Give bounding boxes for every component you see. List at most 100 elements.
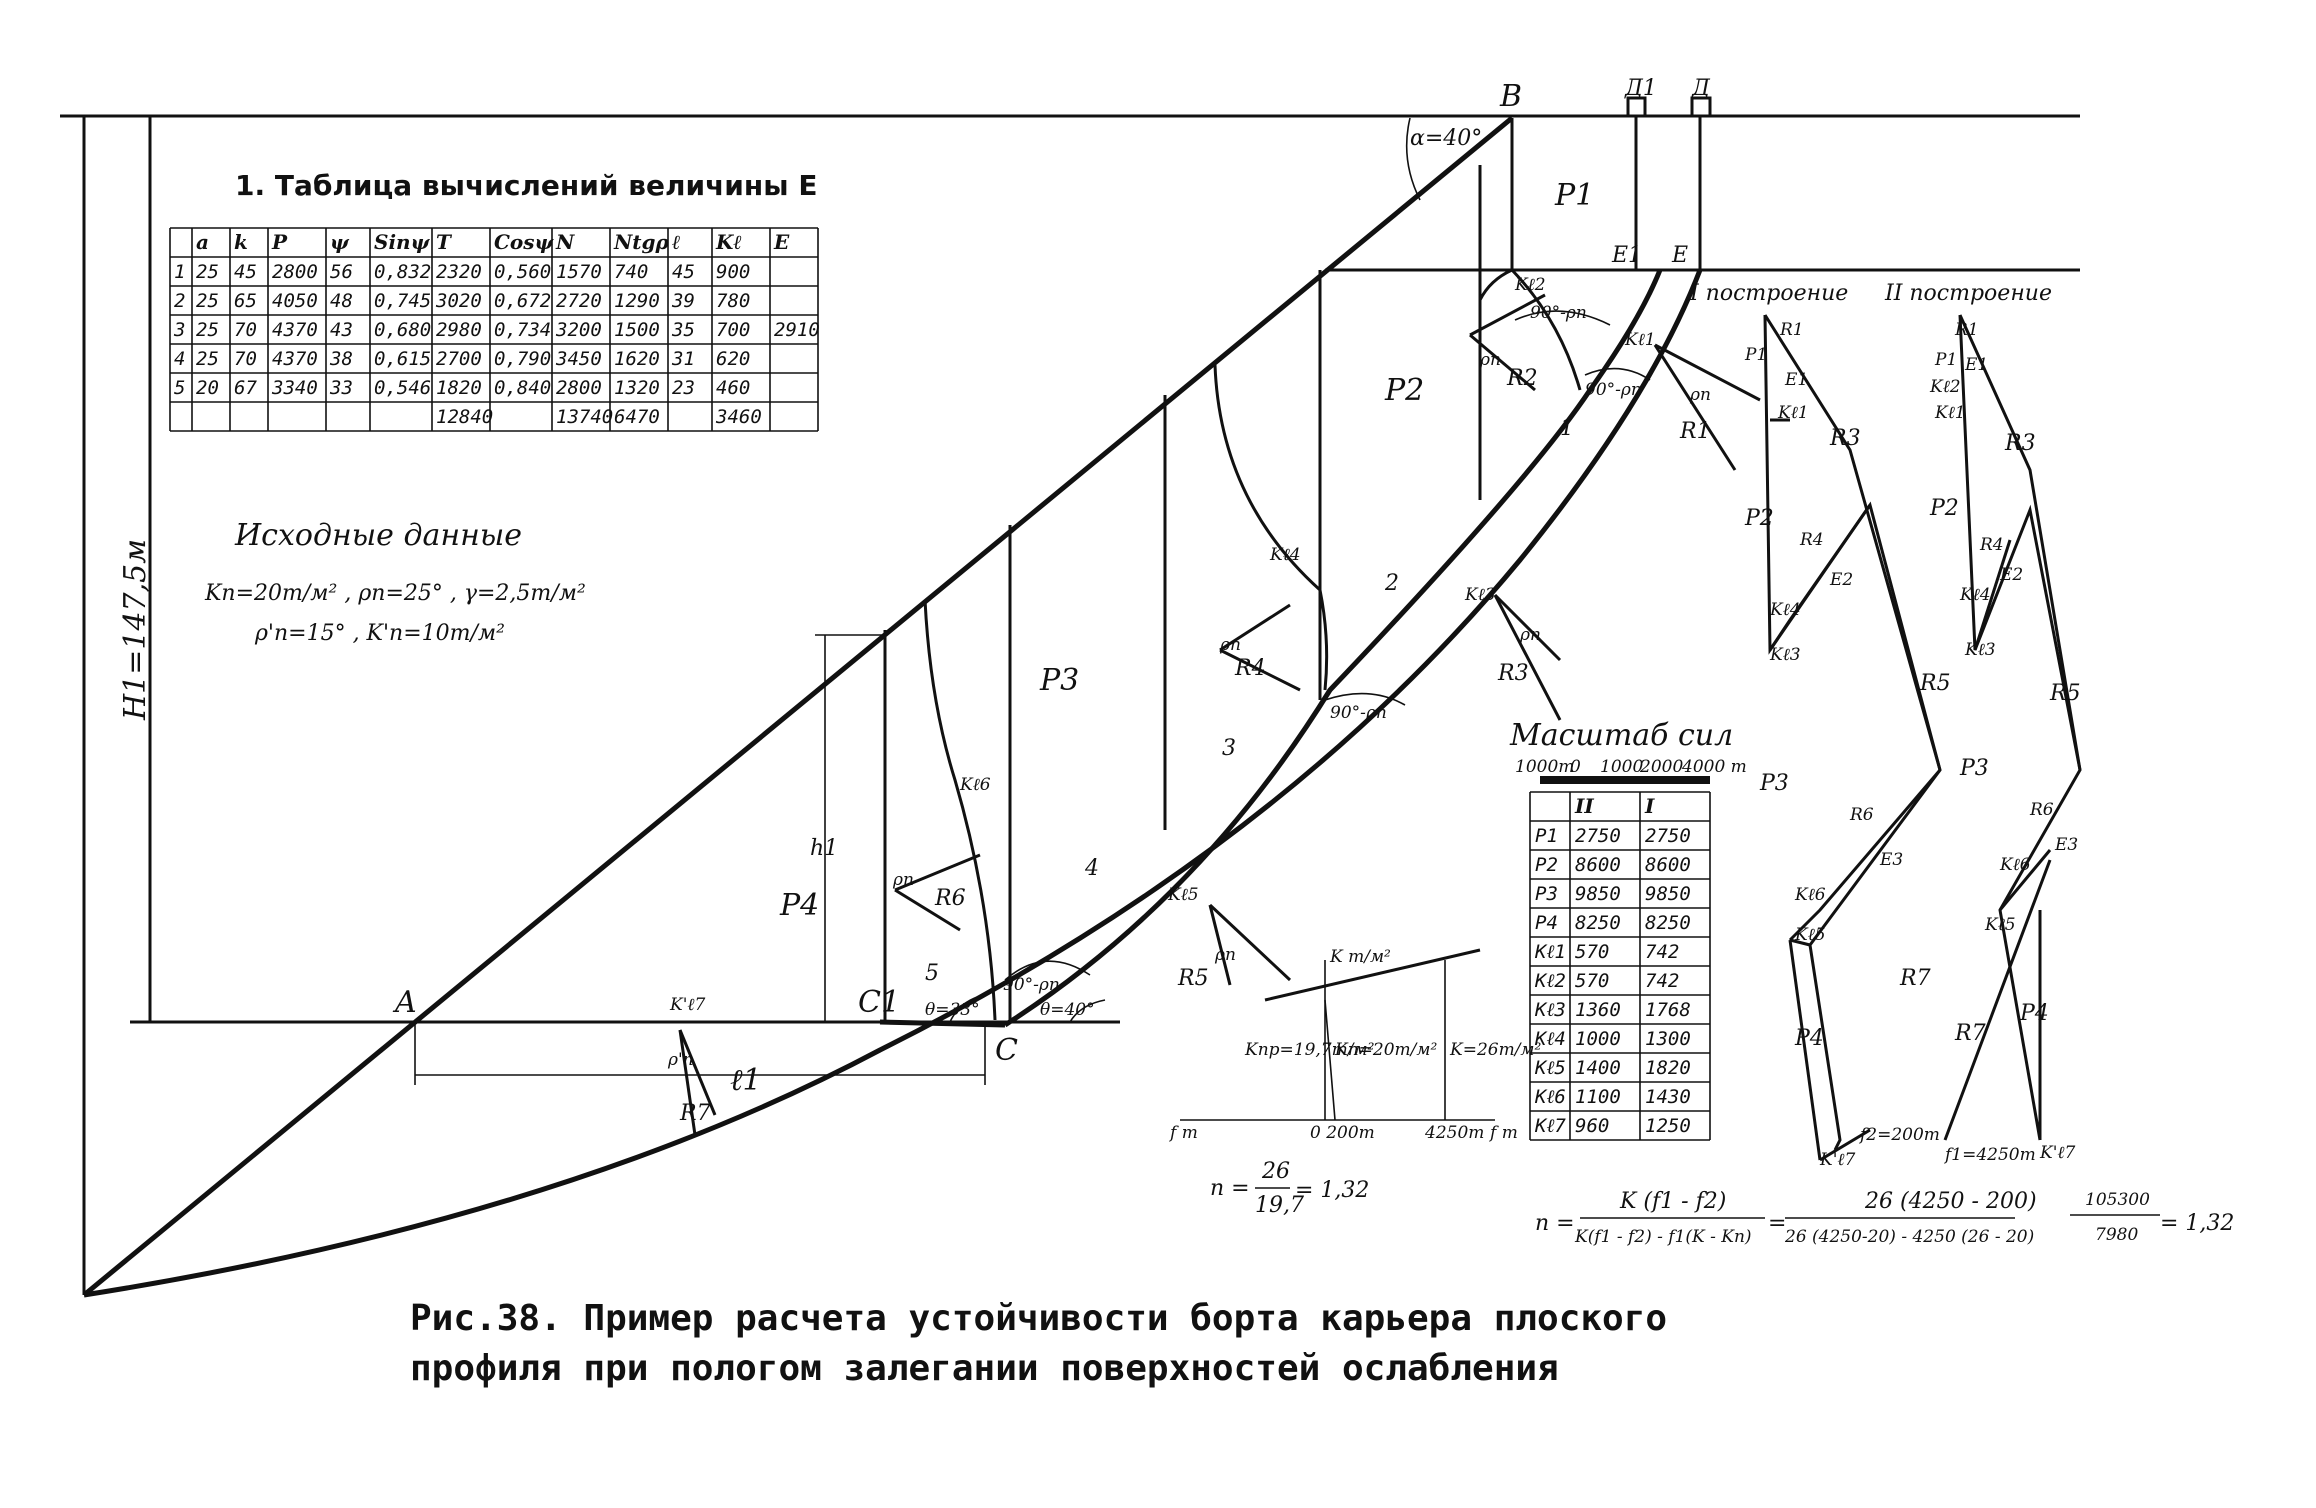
fl-den: 19,7 [1255,1193,1304,1218]
table-cell: 3200 [555,319,602,341]
c1-r4: R4 [1799,530,1824,550]
c1-kl6: Kℓ6 [1794,885,1826,905]
vec-r3b [1493,593,1562,662]
c1-r3: R3 [1829,426,1861,451]
c2-f1: f1=4250т [1943,1145,2036,1165]
fl-lhs: n = [1210,1176,1250,1201]
table-header-cell: E [773,230,790,254]
vec-r6 [894,853,981,892]
label-alpha: α=40° [1410,126,1482,151]
label-h1: h1 [810,836,838,861]
anchor-d1-icon [1626,96,1647,116]
scale-cell: 9850 [1575,883,1621,905]
label-a: A [392,985,417,1020]
scale-cell: Kℓ1 [1534,941,1566,963]
table-cell: 900 [716,261,750,283]
fb-num3: 105300 [2085,1190,2150,1210]
scale-cell: 1430 [1645,1086,1691,1108]
graph-x-right: f т [1488,1123,1518,1143]
table-cell: 1290 [614,290,660,312]
slice-number-4: 4 [1084,856,1099,881]
c2-p2: P2 [1929,496,1959,521]
scale-cell: 570 [1575,970,1609,992]
table-cell: 70 [234,319,257,341]
table-cell: 13740 [556,406,613,428]
c2-r7: R7 [1954,1021,1986,1046]
table-cell: 740 [614,261,648,283]
main-geometry [60,96,2080,1298]
label-theta-2: θ=40° [1040,1000,1095,1020]
c1-p2: P2 [1744,506,1774,531]
c2-r6: R6 [2029,800,2054,820]
c2-p3: P3 [1959,756,1989,781]
c2-e1: E1 [1964,355,1988,375]
table-cell: 0,734 [494,319,551,341]
label-r1: R1 [1679,419,1711,444]
initial-data-line-2: ρ'п=15° , K'п=10т/м² [254,621,505,646]
arc-theta-1 [949,994,986,1023]
table-cell: 3020 [435,290,482,312]
table-cell: 2800 [556,377,602,399]
c2-e2: E2 [1999,565,2023,585]
c1-f2: f2=200т [1858,1125,1940,1145]
arc-90-1 [1514,310,1611,326]
table-cell: 70 [234,348,257,370]
arc-90-3 [1324,692,1406,706]
label-90-1: 90°-ρп [1530,303,1587,323]
scale-cell: 9850 [1645,883,1691,905]
k-f-graph: K т/м² f т f т Kпр=19,7т/м² Kп=20т/м² K=… [1168,947,1542,1143]
table-cell: 23 [672,377,695,399]
table-cell: 45 [672,261,695,283]
table-header-cell: ψ [330,230,350,254]
scale-cell: 960 [1575,1115,1609,1137]
graph-k26: K=26т/м² [1449,1040,1542,1060]
table-header-cell: Cosψ [494,230,555,254]
failure-surface-outer [83,269,1703,1298]
table-cell: 43 [330,319,353,341]
label-rho-1: ρп [1689,385,1711,405]
scale-cell: Kℓ7 [1534,1115,1566,1137]
c1-kl4: Kℓ4 [1769,600,1801,620]
arc-90-2 [1584,367,1651,381]
table-cell: 31 [671,348,695,370]
label-90-2: 90°-ρп [1585,380,1642,400]
c2-r5: R5 [2049,681,2081,706]
table-cell: 1620 [614,348,660,370]
label-d1: Д1 [1624,76,1657,101]
table-cell: 3 [173,319,185,341]
table-title: 1. Таблица вычислений величины Е [235,169,817,202]
c2-kl7: K'ℓ7 [2039,1143,2075,1163]
table-cell: 2800 [272,261,318,283]
scale-cell: 8600 [1575,854,1621,876]
label-rho-5: ρп [1214,945,1236,965]
caption: Рис.38. Пример расчета устойчивости борт… [410,1298,1667,1389]
fb-num2: 26 (4250 - 200) [1864,1189,2037,1214]
label-p3: P3 [1039,663,1079,698]
table-header-cell: P [271,230,288,254]
label-c: C [995,1033,1018,1068]
table-cell: 2 [174,290,185,312]
initial-data: Исходные данные Kп=20т/м² , ρп=25° , γ=2… [204,518,586,646]
c2-r4: R4 [1979,535,2004,555]
arc-alpha [1405,117,1421,201]
scale-cell: Kℓ3 [1534,999,1566,1021]
arc-c1 [879,1019,1006,1028]
table-cell: 4370 [272,319,318,341]
c1-p1: P1 [1744,345,1767,365]
scale-cell: 1360 [1575,999,1621,1021]
label-r4: R4 [1234,656,1266,681]
fb-result: = 1,32 [2160,1211,2234,1236]
table-cell: 0,745 [374,290,431,312]
vec-r5 [1208,904,1232,986]
c1-r7: R7 [1899,966,1931,991]
table-cell: 620 [716,348,750,370]
scale-cell: Kℓ2 [1534,970,1566,992]
graph-kpr: Kпр=19,7т/м² [1244,1040,1375,1060]
scale-cell: Kℓ4 [1534,1028,1566,1050]
scale-title: Масштаб сил [1509,718,1733,753]
label-kl5: Kℓ5 [1167,885,1199,905]
table-cell: 0,615 [374,348,431,370]
fb-eq: = [1768,1211,1786,1236]
